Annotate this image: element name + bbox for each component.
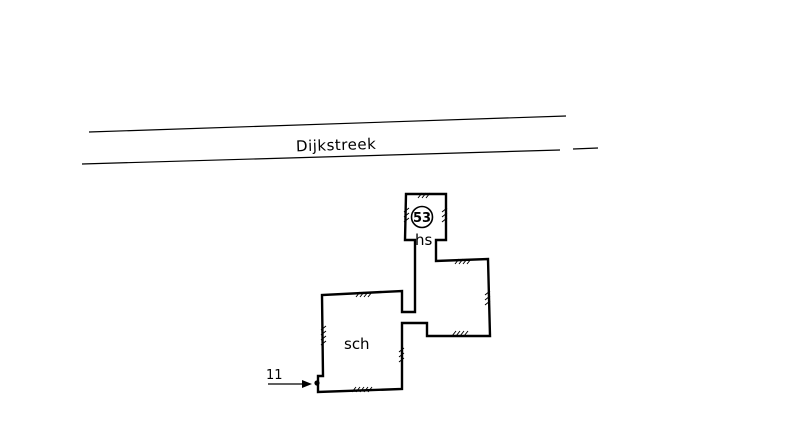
reference-point — [314, 380, 320, 386]
hatch-left-small — [403, 207, 410, 223]
hatch-left-main — [320, 325, 327, 346]
hatch-top-main — [355, 291, 373, 298]
hatch-right-small — [441, 207, 448, 223]
wall-hatching — [320, 192, 491, 393]
hatch-top-small — [417, 192, 431, 199]
road-name: Dijkstreek — [296, 135, 377, 156]
hatch-right-main — [398, 347, 405, 363]
reference-pointer: 11 — [266, 368, 320, 388]
hatch-top-annex — [454, 258, 472, 265]
room-label-sch: sch — [344, 335, 370, 353]
building-wall — [316, 192, 492, 394]
road-edge-north — [88, 115, 567, 133]
road-edge-south — [81, 149, 561, 165]
hatch-bottom-annex — [451, 330, 469, 337]
road-edge-south-dash — [572, 147, 599, 150]
room-label-hs: hs — [415, 231, 433, 249]
house-number: 53 — [413, 211, 431, 226]
reference-arrow-head — [302, 380, 312, 388]
hatch-right-annex — [484, 290, 491, 306]
hatch-bottom-main — [351, 386, 373, 393]
house-number-marker: 53 — [410, 205, 434, 229]
house-number-circle — [410, 205, 434, 229]
road-dijkstreek: Dijkstreek — [81, 115, 599, 165]
reference-label: 11 — [266, 368, 283, 383]
building-outline — [316, 192, 492, 394]
